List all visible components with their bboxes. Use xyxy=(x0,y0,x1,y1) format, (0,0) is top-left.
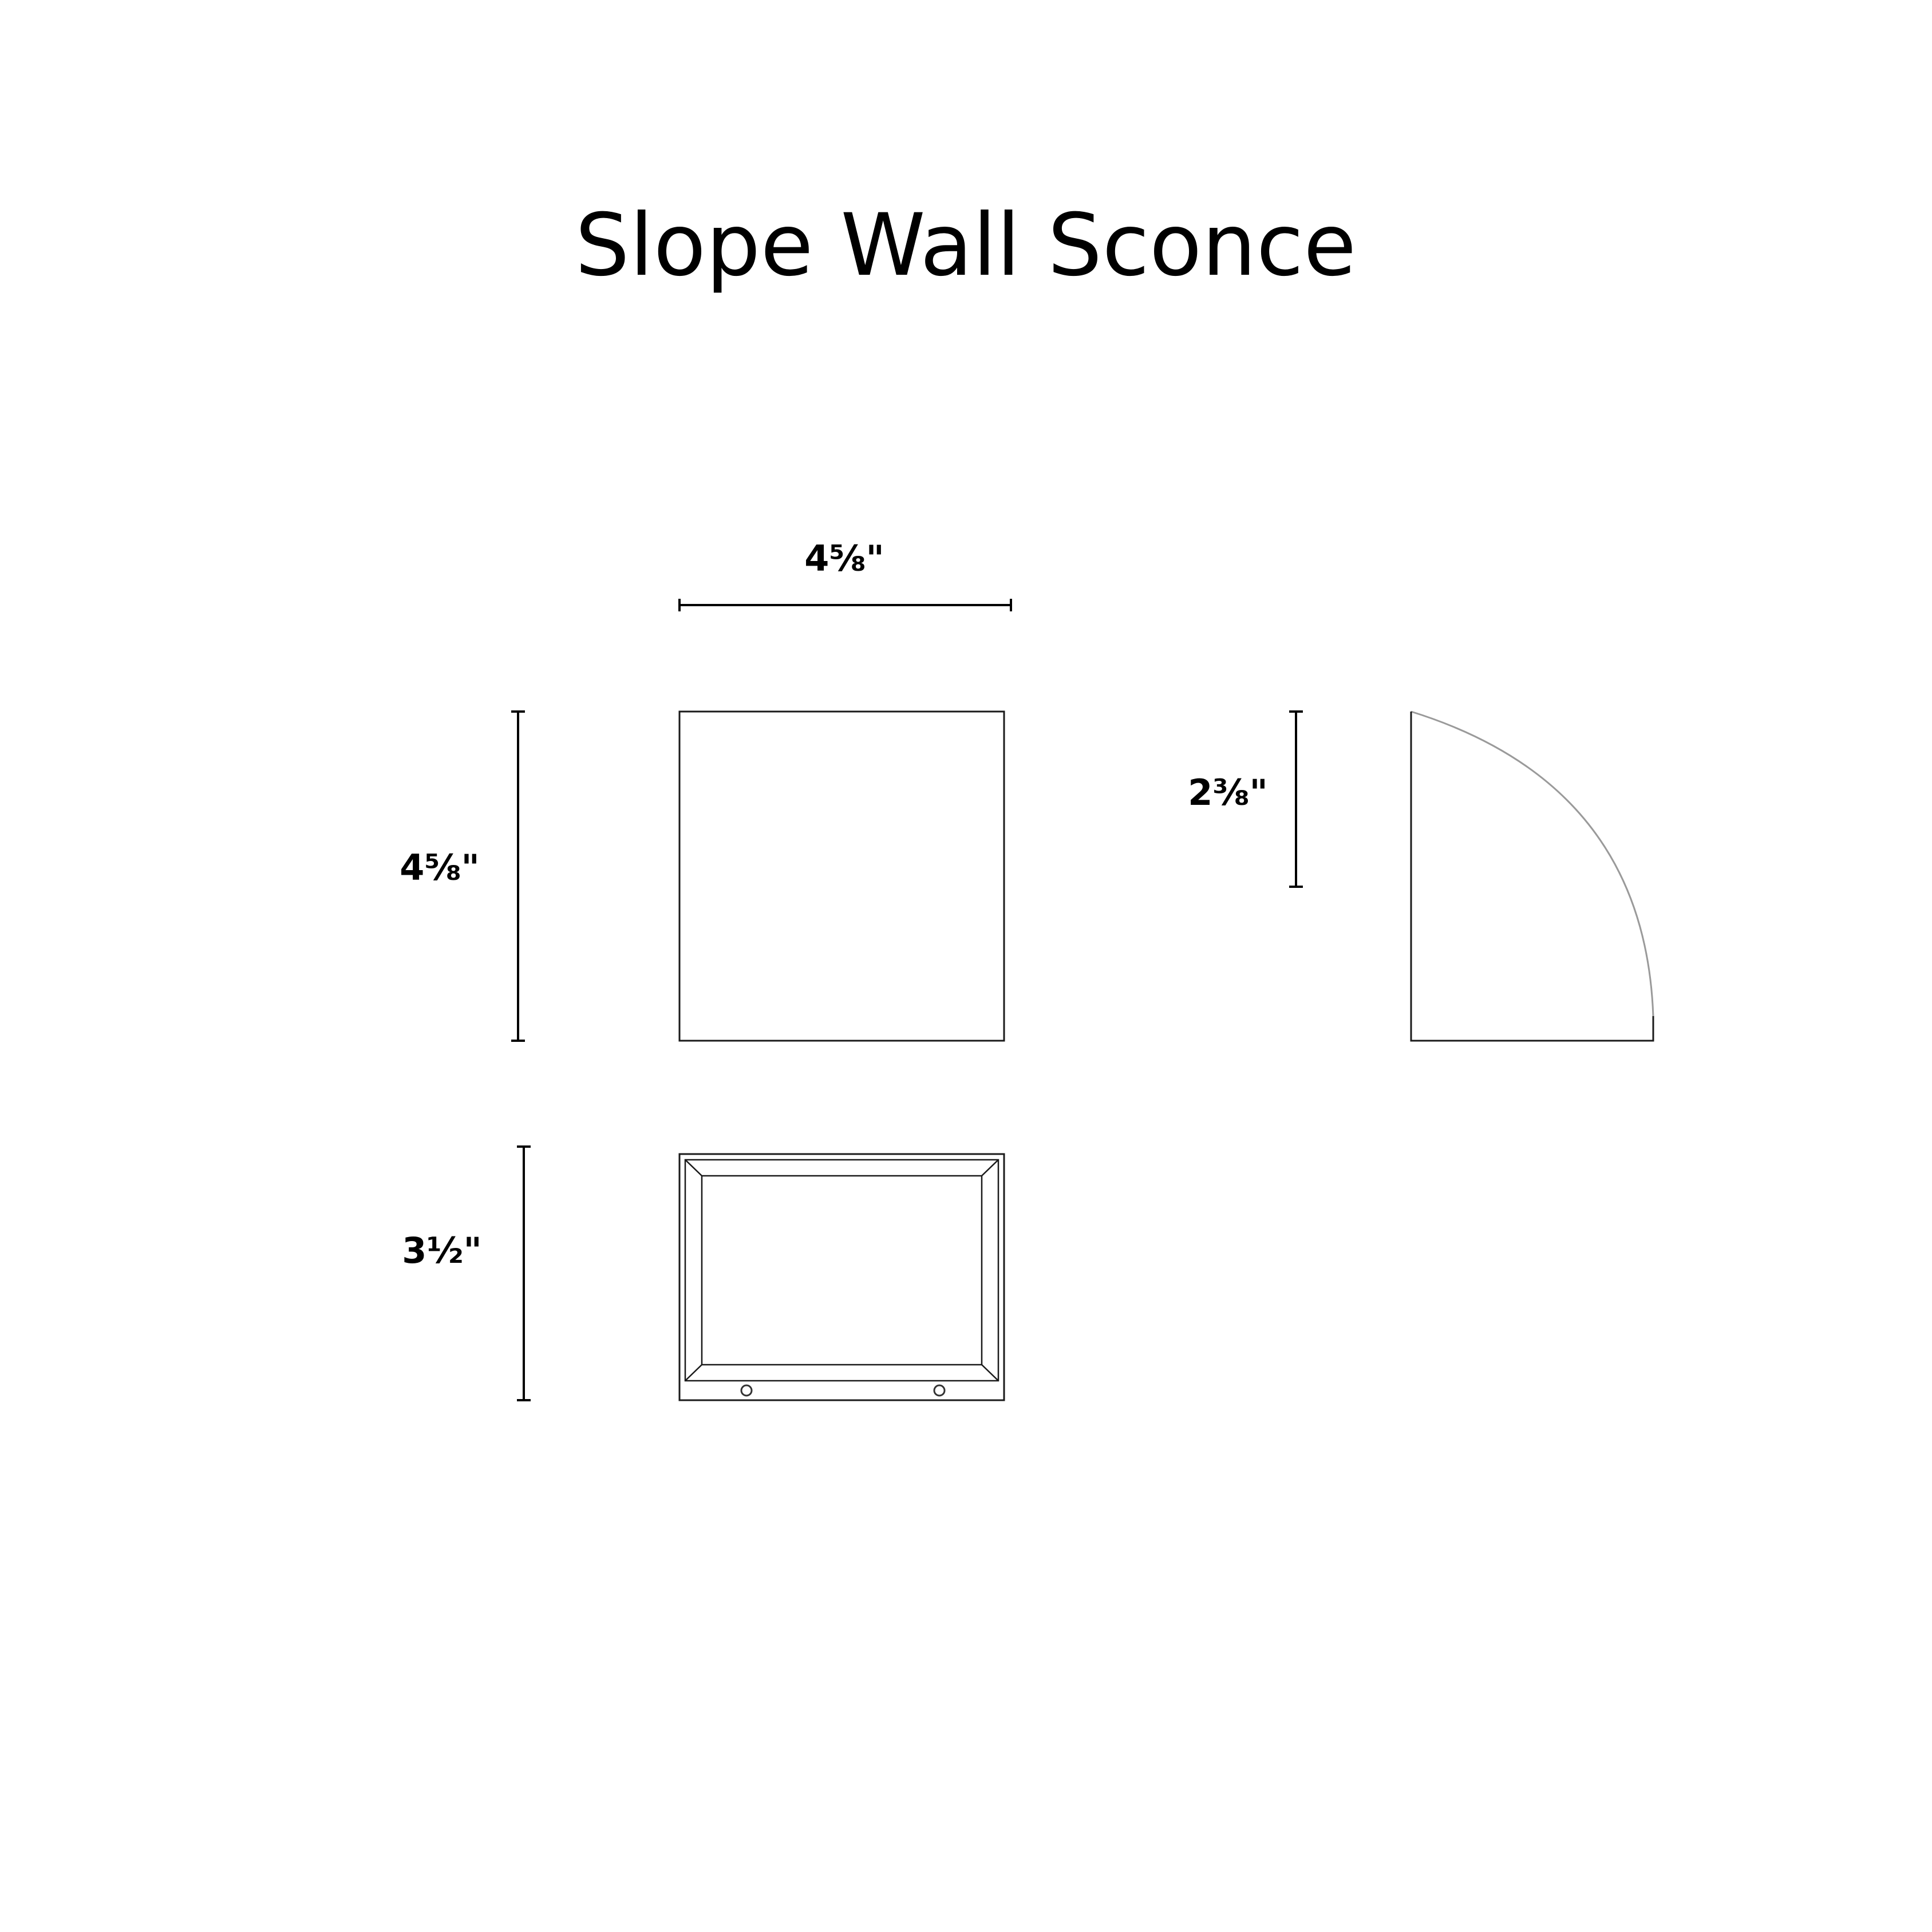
side-view-outline xyxy=(1410,712,1654,1042)
page-title: Slope Wall Sconce xyxy=(575,196,1357,295)
screw-left-icon xyxy=(740,1384,753,1397)
screw-right-icon xyxy=(933,1384,946,1397)
front-height-dimension: 4⅝" xyxy=(400,710,525,1042)
side-height-dimension: 2⅜" xyxy=(1188,710,1303,888)
side-view xyxy=(1410,710,1654,1042)
front-height-label: 4⅝" xyxy=(400,847,480,888)
bottom-view-outer-frame xyxy=(678,1153,1005,1401)
front-view-outline xyxy=(678,710,1005,1042)
side-view-arc xyxy=(1411,710,1654,1017)
front-width-dimension: 4⅝" xyxy=(678,538,1012,611)
bottom-view-inner-panel xyxy=(701,1175,983,1366)
bevel-corner-br xyxy=(981,1364,999,1381)
bevel-corner-tr xyxy=(981,1159,999,1176)
side-height-label: 2⅜" xyxy=(1188,772,1268,813)
bevel-corner-bl xyxy=(685,1364,702,1381)
front-view xyxy=(678,710,1005,1042)
bevel-corner-tl xyxy=(685,1159,702,1176)
front-width-label: 4⅝" xyxy=(804,538,884,579)
bottom-view xyxy=(678,1153,1005,1401)
bottom-view-bevel-outer xyxy=(684,1159,999,1382)
bottom-depth-label: 3½" xyxy=(402,1230,482,1271)
bottom-depth-dimension: 3½" xyxy=(402,1145,531,1401)
